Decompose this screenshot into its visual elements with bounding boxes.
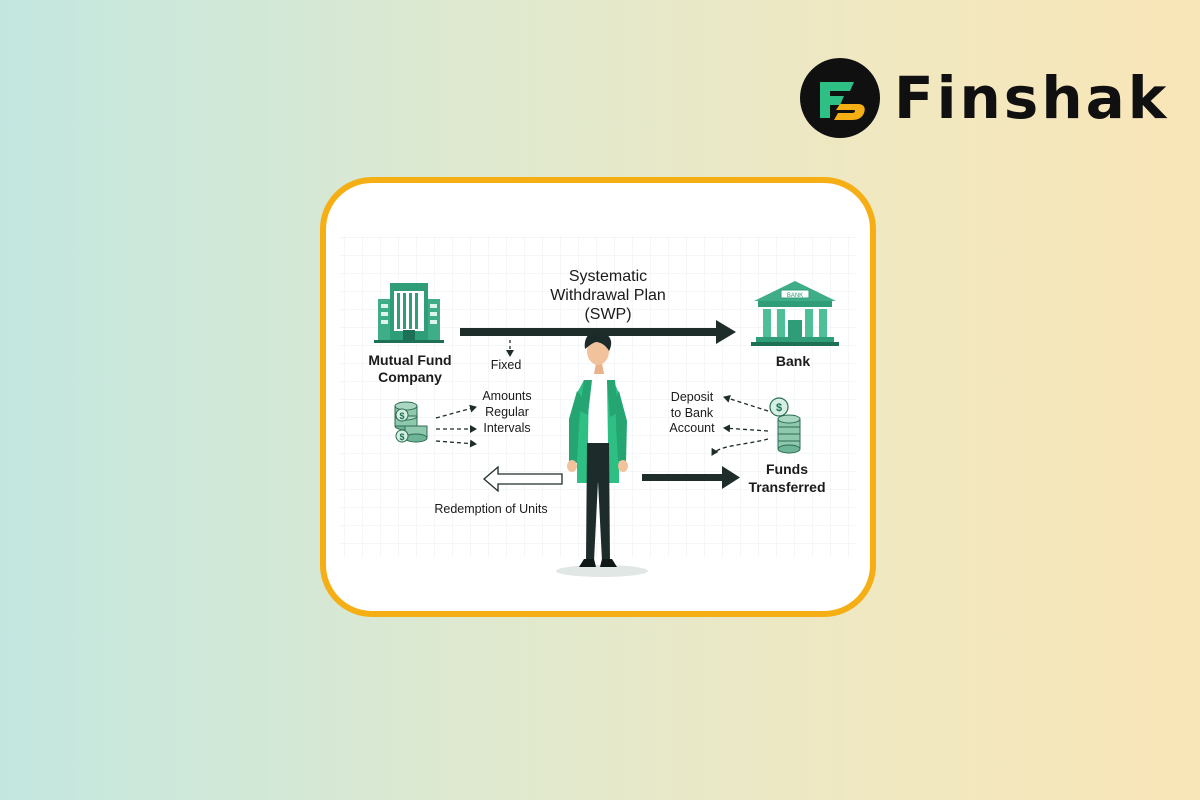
- deposit-label-line-1: Deposit: [671, 390, 714, 404]
- funds-label-line-2: Transferred: [748, 479, 825, 495]
- funds-label-line-1: Funds: [766, 461, 808, 477]
- coin-dollar-left-1: $: [399, 411, 404, 421]
- mutual-fund-label-line-1: Mutual Fund: [368, 352, 451, 368]
- diagram-title-line-2: Withdrawal Plan: [550, 287, 666, 304]
- bank-label: Bank: [776, 353, 810, 369]
- coin-stack-icon-right: [769, 397, 801, 454]
- main-arrow-right: [460, 320, 736, 344]
- coin-dollar-right: $: [776, 402, 782, 414]
- swp-diagram-card: Systematic Withdrawal Plan (SWP) Mutual …: [320, 177, 876, 617]
- amounts-label-line-3: Intervals: [483, 421, 530, 435]
- fixed-label: Fixed: [491, 358, 522, 372]
- coin-stack-icon-left: [394, 401, 428, 443]
- account-dashed-arrow: [723, 424, 769, 433]
- finshak-logo-icon: [800, 58, 880, 138]
- funds-transferred-arrow: [642, 466, 740, 489]
- bank-icon: BANK: [751, 281, 839, 346]
- brand-name: Finshak: [894, 64, 1170, 132]
- amounts-label-line-2: Regular: [485, 405, 529, 419]
- person-illustration: [556, 331, 648, 577]
- diagram-title-line-1: Systematic: [569, 268, 647, 285]
- deposit-dashed-arrow: [723, 395, 769, 412]
- redemption-hollow-arrow: [483, 465, 563, 493]
- building-icon: [374, 283, 444, 343]
- deposit-label-line-3: Account: [669, 421, 715, 435]
- amounts-label-line-1: Amounts: [482, 389, 531, 403]
- swp-diagram: Systematic Withdrawal Plan (SWP) Mutual …: [340, 237, 856, 577]
- mutual-fund-label-line-2: Company: [378, 369, 442, 385]
- deposit-label-line-2: to Bank: [671, 406, 714, 420]
- diagram-title-line-3: (SWP): [584, 306, 631, 323]
- coin-dollar-left-2: $: [399, 432, 404, 442]
- finshak-logo: Finshak: [800, 58, 1170, 138]
- bank-sign-text: BANK: [787, 293, 803, 299]
- redemption-label: Redemption of Units: [434, 502, 547, 516]
